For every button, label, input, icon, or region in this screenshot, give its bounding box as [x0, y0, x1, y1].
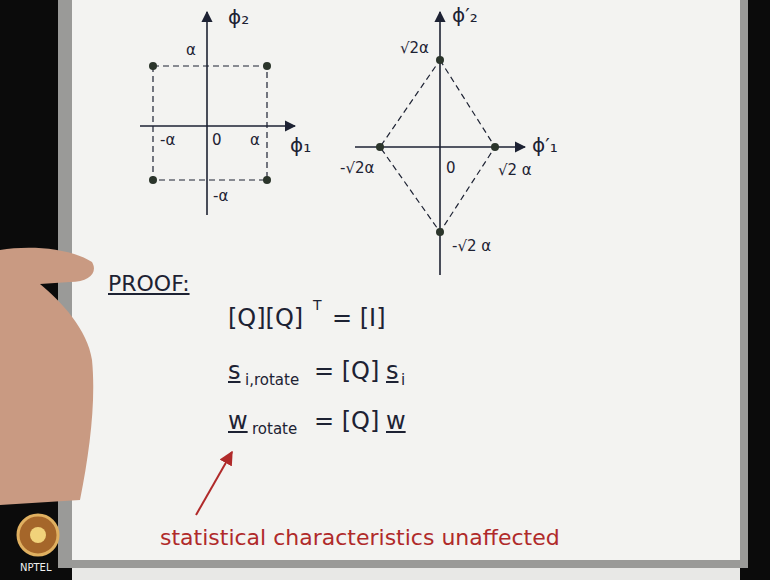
paper-edge [58, 0, 748, 568]
section-heading: PROOF: [108, 272, 190, 296]
square-constellation [140, 12, 295, 215]
equation-text: = [Q] [314, 408, 379, 434]
subscript: i [401, 372, 405, 389]
vector-symbol: w [228, 408, 248, 434]
origin-label: 0 [212, 132, 222, 149]
subscript: rotate [252, 421, 297, 438]
signal-points [149, 62, 271, 184]
rotated-constellation [355, 12, 525, 275]
equation-text: = [I] [332, 305, 386, 331]
presenter-hand [0, 248, 94, 505]
axis-name: ϕ′₂ [452, 4, 478, 26]
axis-value: -α [213, 188, 228, 205]
next-page [72, 568, 740, 580]
axis-name: ϕ₁ [290, 134, 311, 156]
annotation-note: statistical characteristics unaffected [160, 526, 560, 550]
pointer-arrow [196, 452, 232, 515]
nptel-logo [30, 527, 46, 543]
axis-name: ϕ′₁ [532, 134, 558, 156]
origin-label: 0 [446, 160, 456, 177]
vector-symbol: s [386, 358, 399, 384]
axis-value: √2 α [498, 162, 532, 179]
vector-symbol: w [386, 408, 406, 434]
axis-value: α [250, 132, 260, 149]
logo-text: NPTEL [20, 562, 52, 573]
signal-points [376, 56, 499, 236]
superscript: T [313, 298, 322, 313]
axis-value: α [186, 42, 196, 59]
equation-text: [Q][Q] [228, 305, 303, 331]
axis-value: -α [160, 132, 175, 149]
axis-value: -√2 α [452, 238, 491, 255]
vector-symbol: s [228, 358, 241, 384]
equation-text: = [Q] [314, 358, 379, 384]
axis-value: -√2α [340, 160, 374, 177]
subscript: i,rotate [245, 372, 299, 389]
axis-name: ϕ₂ [228, 6, 249, 28]
axis-value: √2α [400, 40, 429, 57]
paper [72, 0, 740, 560]
nptel-logo [18, 515, 58, 555]
